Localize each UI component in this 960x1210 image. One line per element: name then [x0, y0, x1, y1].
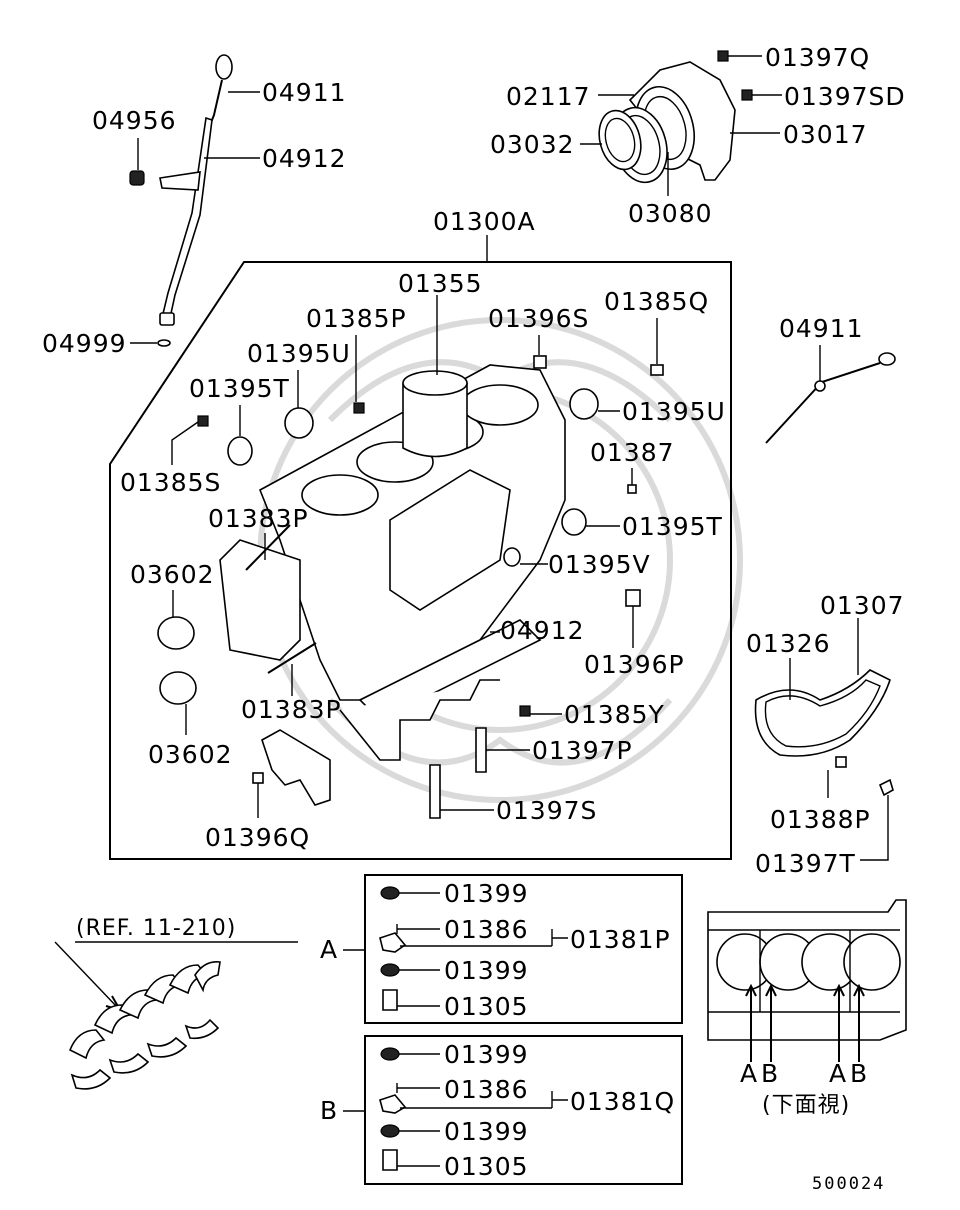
label-01396Q: 01396Q: [205, 823, 310, 852]
label-03017: 03017: [783, 120, 868, 149]
label-01395T-right: 01395T: [622, 512, 723, 541]
box-b-01386: 01386: [444, 1075, 529, 1104]
label-01397S: 01397S: [496, 796, 597, 825]
right-side-parts: [754, 345, 896, 861]
label-01385Q: 01385Q: [604, 287, 709, 316]
bottom-view: [707, 899, 907, 1062]
diagram-number: 500024: [812, 1174, 885, 1194]
box-a-01399-1: 01399: [444, 879, 529, 908]
main-bearings: [54, 941, 298, 1090]
box-b-01399-1: 01399: [444, 1040, 529, 1069]
label-03602-bottom: 03602: [148, 740, 233, 769]
box-b-01305: 01305: [444, 1152, 529, 1181]
label-01383P-top: 01383P: [208, 504, 309, 533]
box-a-01381P: 01381P: [570, 925, 671, 954]
box-a: [343, 874, 683, 1024]
bottom-view-label-b1: B: [761, 1059, 779, 1088]
label-01395U-right: 01395U: [622, 397, 726, 426]
label-04956: 04956: [92, 106, 177, 135]
ref-label: (REF. 11-210): [76, 916, 236, 941]
label-01383P-bottom: 01383P: [241, 695, 342, 724]
label-04911-top: 04911: [262, 78, 347, 107]
label-01396S: 01396S: [488, 304, 589, 333]
box-a-01386: 01386: [444, 915, 529, 944]
bottom-view-label-a2: A: [829, 1059, 847, 1088]
block-small-parts: [157, 355, 664, 819]
label-01387: 01387: [590, 438, 675, 467]
box-b: [343, 1035, 683, 1185]
label-01395U-left: 01395U: [247, 339, 351, 368]
box-a-01305: 01305: [444, 992, 529, 1021]
label-01396P: 01396P: [584, 650, 685, 679]
label-04911-right: 04911: [779, 314, 864, 343]
label-01355: 01355: [398, 269, 483, 298]
box-b-01399-2: 01399: [444, 1117, 529, 1146]
label-01397T: 01397T: [755, 849, 856, 878]
block-leaders: [171, 295, 658, 818]
label-01395T-left: 01395T: [189, 374, 290, 403]
label-01385P: 01385P: [306, 304, 407, 333]
label-01385S: 01385S: [120, 468, 221, 497]
label-03080: 03080: [628, 199, 713, 228]
label-01385Y: 01385Y: [564, 700, 665, 729]
box-b-01381Q: 01381Q: [570, 1087, 675, 1116]
label-04912-top: 04912: [262, 144, 347, 173]
bottom-view-label-a1: A: [740, 1059, 758, 1088]
cylinder-block: [219, 364, 566, 761]
block-frame: [109, 261, 732, 860]
label-box-b: B: [320, 1096, 338, 1125]
rear-oil-seal-assembly: [580, 50, 782, 196]
box-a-01399-2: 01399: [444, 956, 529, 985]
label-01300A: 01300A: [433, 207, 536, 236]
bottom-view-caption: (下面視): [762, 1093, 850, 1118]
label-01397Q: 01397Q: [765, 43, 870, 72]
label-01397P: 01397P: [532, 736, 633, 765]
bottom-view-label-b2: B: [850, 1059, 868, 1088]
label-01397SD: 01397SD: [784, 82, 906, 111]
label-02117: 02117: [506, 82, 591, 111]
label-box-a: A: [320, 935, 338, 964]
label-03602-top: 03602: [130, 560, 215, 589]
label-01307: 01307: [820, 591, 905, 620]
label-04912-mid: 04912: [500, 616, 585, 645]
label-03032: 03032: [490, 130, 575, 159]
label-01388P: 01388P: [770, 805, 871, 834]
label-04999: 04999: [42, 329, 127, 358]
dipstick-assembly: [129, 54, 260, 347]
label-01326: 01326: [746, 629, 831, 658]
label-01395V: 01395V: [548, 550, 651, 579]
